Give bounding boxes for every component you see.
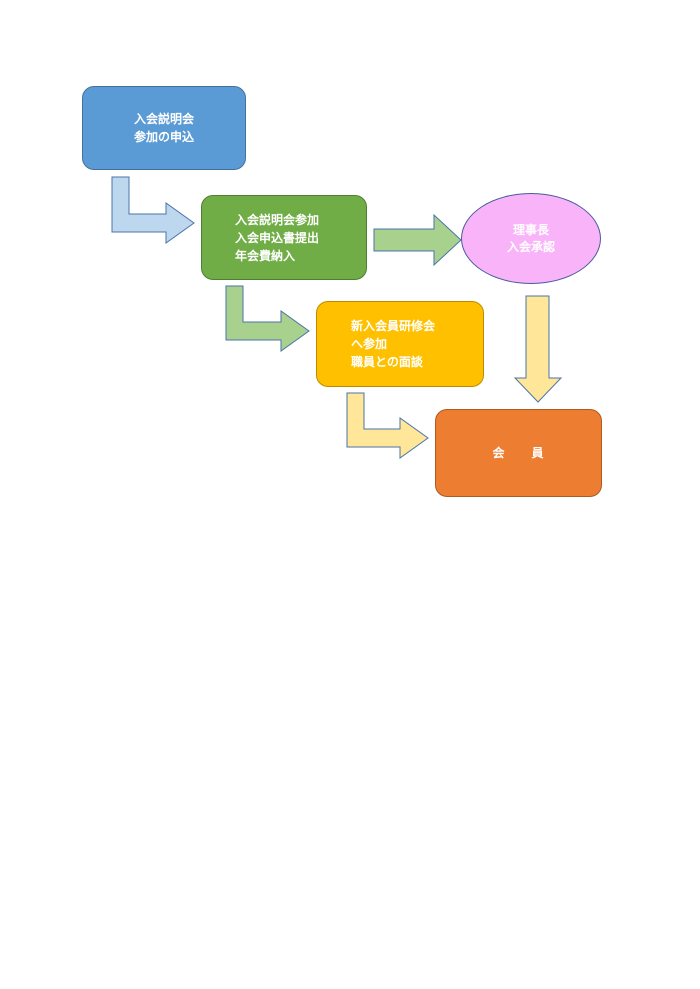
step-chairman-approval: 理事長 入会承認 [461, 193, 601, 284]
step-new-member-training: 新入会員研修会 へ参加 職員との面談 [316, 301, 484, 387]
step-line: 職員との面談 [351, 355, 423, 369]
step-line: 理事長 [512, 222, 549, 237]
step-line: 入会申込書提出 [235, 230, 320, 245]
step-info-session-application: 入会説明会 参加の申込 [82, 86, 246, 170]
bent-arrow-green [225, 285, 310, 352]
step-line: へ参加 [351, 337, 388, 351]
step-line: 新入会員研修会 [351, 319, 436, 333]
step-line: 入会説明会参加 [235, 212, 320, 227]
step-line: 年会費納入 [235, 248, 296, 263]
member-label: 会 員 [492, 446, 545, 460]
step-line: 入会説明会 [133, 112, 194, 126]
down-arrow-gold [513, 295, 563, 403]
step-member: 会 員 [435, 409, 602, 497]
bent-arrow-gold [346, 392, 429, 459]
step-attend-and-submit: 入会説明会参加 入会申込書提出 年会費納入 [201, 195, 367, 280]
bent-arrow-blue [111, 176, 195, 244]
right-arrow-green [373, 213, 462, 267]
step-line: 入会承認 [506, 239, 555, 254]
step-line: 参加の申込 [133, 130, 194, 144]
